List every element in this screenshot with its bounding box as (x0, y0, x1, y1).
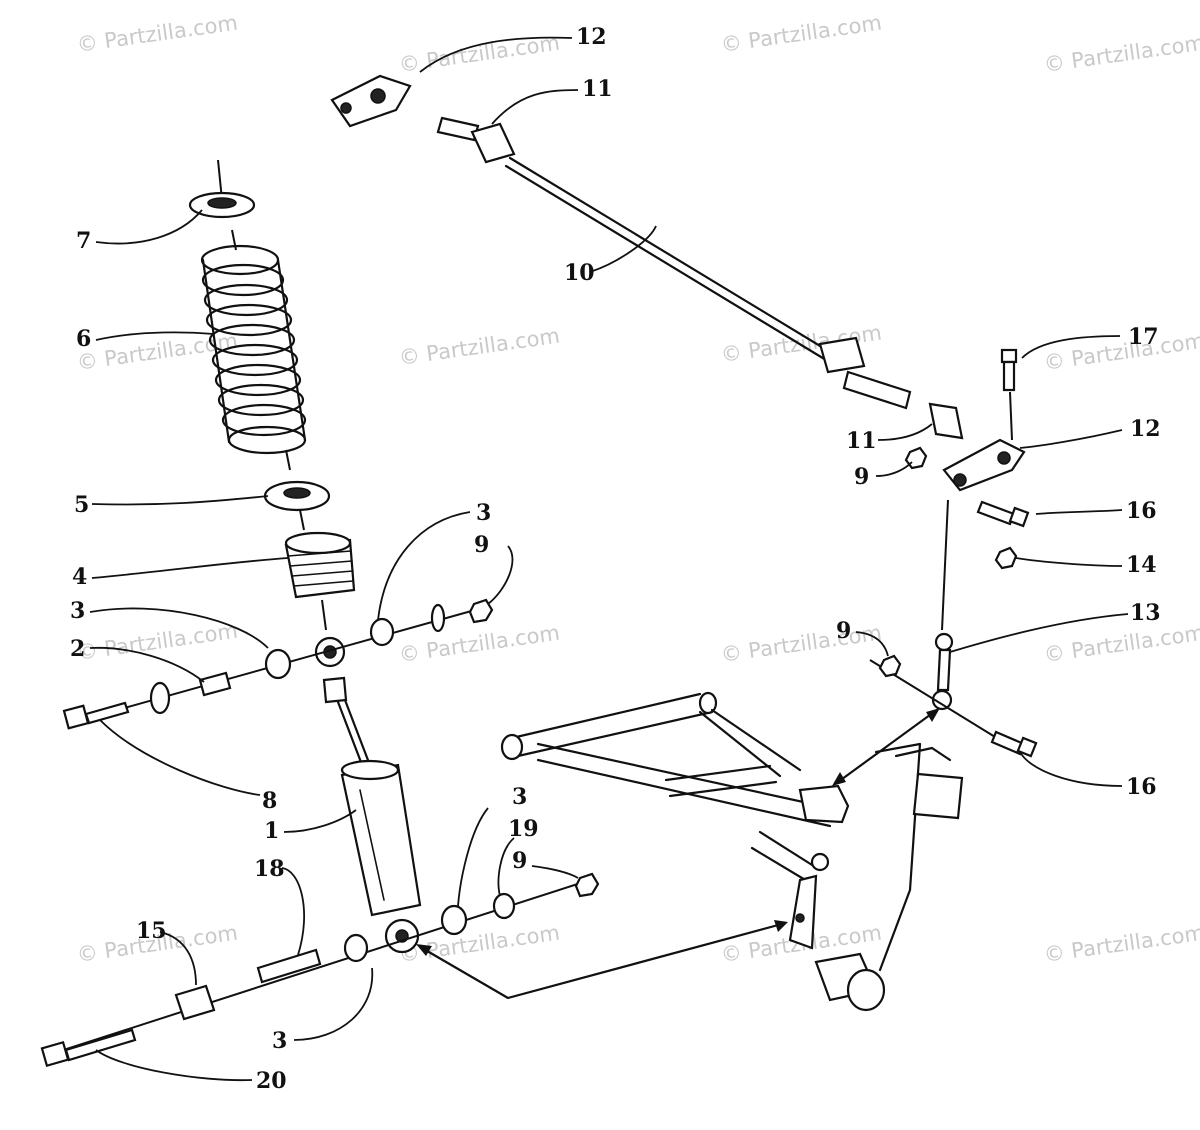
callout-11-top: 11 (582, 76, 613, 102)
callout-20: 20 (256, 1068, 287, 1094)
shock-rod (336, 700, 366, 772)
nut-9-link (878, 654, 902, 678)
watermark-4: © Partzilla.com (1042, 31, 1200, 77)
coil-spring (200, 244, 307, 455)
callout-15: 15 (136, 918, 167, 944)
shock-absorber-assembly (40, 159, 600, 1068)
callout-labels: 12 11 7 10 6 17 12 11 9 5 16 3 9 14 4 3 … (70, 24, 1161, 1094)
lower-link (931, 632, 954, 711)
callout-6: 6 (76, 326, 91, 352)
upper-bushing-left (264, 648, 292, 680)
arm-plate (788, 874, 818, 950)
callout-9-lower: 9 (512, 848, 527, 874)
callout-12-top: 12 (576, 24, 607, 50)
nut-14 (994, 546, 1018, 570)
callout-8: 8 (262, 788, 277, 814)
shock-lower-eye (384, 918, 420, 954)
lower-nut (574, 872, 600, 898)
lower-sleeve (256, 948, 322, 984)
rod-boot-upper (436, 116, 516, 164)
upper-sleeve (198, 671, 232, 697)
callout-11-right: 11 (846, 428, 877, 454)
link-rod-assembly (330, 74, 1038, 758)
upper-bolt (62, 701, 130, 730)
lower-bushing-left (343, 933, 369, 963)
lower-washer (492, 892, 516, 920)
callout-16-upper: 16 (1126, 498, 1157, 524)
watermark-10: © Partzilla.com (397, 621, 561, 667)
frame-bracket (912, 772, 964, 820)
upper-bolt-axis (109, 609, 476, 713)
watermark-8: © Partzilla.com (1042, 329, 1200, 375)
centerline-seg-3 (299, 509, 305, 531)
callout-4: 4 (72, 564, 87, 590)
callout-7: 7 (76, 228, 91, 254)
arrow-link-to-arm (836, 710, 936, 784)
shock-body (340, 759, 422, 917)
callout-3-upper-left: 3 (70, 598, 85, 624)
callout-13: 13 (1130, 600, 1161, 626)
lower-spring-seat (263, 480, 331, 512)
rod-end-upper (330, 74, 412, 128)
callout-10: 10 (564, 260, 595, 286)
callout-17: 17 (1128, 324, 1159, 350)
centerline-seg-4 (321, 599, 327, 631)
watermark-3: © Partzilla.com (719, 11, 883, 57)
assembly-arrows (416, 708, 940, 1000)
upper-washer (149, 681, 171, 715)
watermark-11: © Partzilla.com (719, 621, 883, 667)
callout-5: 5 (74, 492, 89, 518)
watermark-14: © Partzilla.com (397, 921, 561, 967)
threaded-adjuster (284, 531, 356, 599)
watermark-1: © Partzilla.com (75, 11, 239, 57)
callout-14: 14 (1126, 552, 1157, 578)
link-rod (508, 156, 832, 354)
callout-9-upper: 9 (474, 532, 489, 558)
arm-bracket (798, 784, 850, 824)
callout-9-rod: 9 (854, 464, 869, 490)
suspension-arm-frame (500, 691, 964, 1012)
leader-lines (89, 36, 1129, 1082)
callout-16-lower: 16 (1126, 774, 1157, 800)
callout-19: 19 (508, 816, 539, 842)
callout-18: 18 (254, 856, 285, 882)
rod-end-lower (942, 438, 1026, 492)
callout-3-upper-right: 3 (476, 500, 491, 526)
lower-spacer (174, 984, 216, 1021)
upper-washer-right (430, 603, 446, 633)
spring-retainer-top (188, 191, 256, 219)
watermark-16: © Partzilla.com (1042, 921, 1200, 967)
rod-boot-lower (928, 402, 964, 440)
rod-collar (818, 336, 866, 374)
frame-bottom-pivot (814, 952, 886, 1012)
bolt-16-upper (976, 500, 1030, 528)
arrow-shock-to-plate (420, 922, 784, 1000)
upper-nut (468, 598, 494, 624)
watermark-12: © Partzilla.com (1042, 621, 1200, 667)
bolt-17 (1000, 348, 1018, 392)
rod-thread (842, 370, 912, 410)
watermark-layer: © Partzilla.com © Partzilla.com © Partzi… (75, 11, 1200, 967)
upper-bushing-right (369, 617, 395, 647)
bolt-16-lower (990, 730, 1038, 758)
watermark-6: © Partzilla.com (397, 324, 561, 370)
callout-9-link: 9 (836, 618, 851, 644)
drop-link-axis (941, 499, 949, 631)
callout-2: 2 (70, 636, 85, 662)
callout-3-lower-left: 3 (272, 1028, 287, 1054)
callout-3-lower-right: 3 (512, 784, 527, 810)
callout-12-right: 12 (1130, 416, 1161, 442)
lower-bolt (40, 1028, 137, 1068)
centerline-seg-2 (285, 449, 291, 471)
lower-bushing-right (440, 904, 468, 936)
callout-1: 1 (264, 818, 279, 844)
